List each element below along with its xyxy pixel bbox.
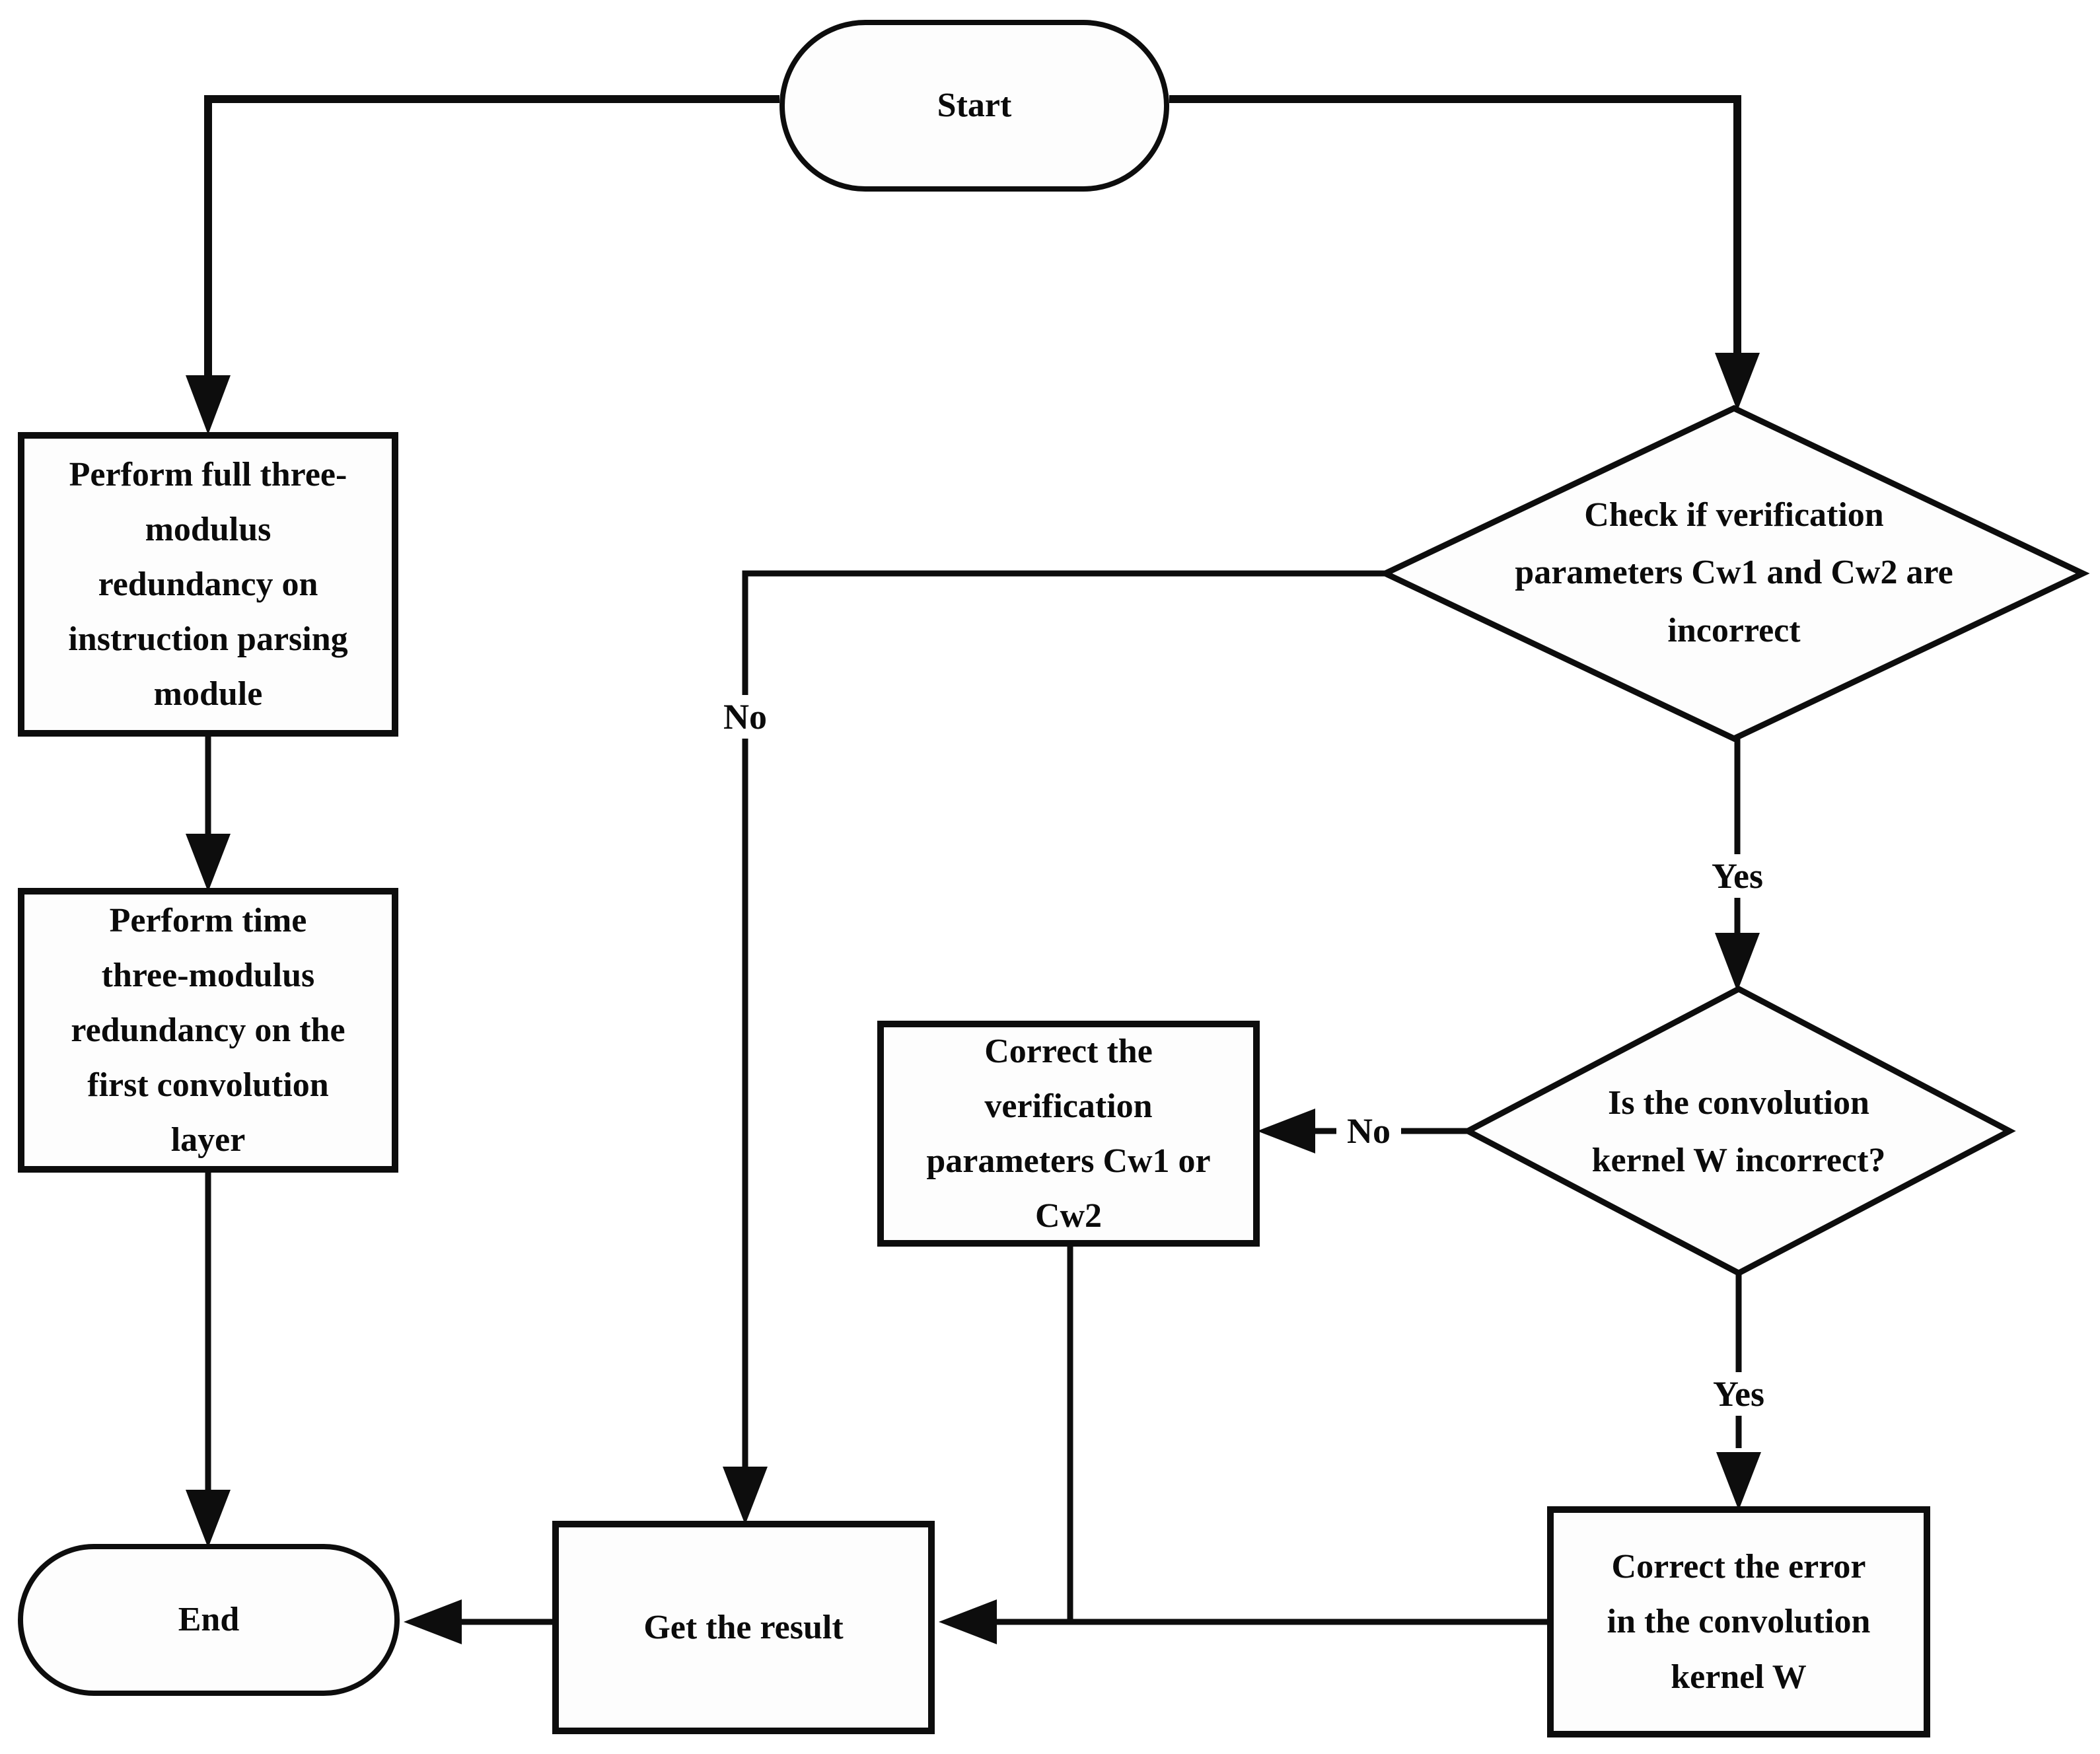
arrowhead-into-full-tmr bbox=[186, 375, 231, 435]
process-correct-verification-parameters: Correct the verification parameters Cw1 … bbox=[877, 1021, 1260, 1247]
decision-check-params-shape bbox=[1378, 405, 2090, 742]
edge-label-check-kernel-no: No bbox=[1336, 1109, 1401, 1153]
process-full-three-modulus-redundancy: Perform full three- modulus redundancy o… bbox=[18, 432, 398, 737]
arrowhead-into-get-result-top bbox=[723, 1467, 768, 1525]
terminator-end: End bbox=[18, 1544, 400, 1696]
edge-start-to-check-params bbox=[1169, 95, 1741, 354]
arrowhead-into-check-params bbox=[1715, 353, 1760, 411]
process-correct-convolution-kernel: Correct the error in the convolution ker… bbox=[1547, 1506, 1930, 1737]
decision-check-kernel-label: Is the convolution kernel W incorrect? bbox=[1591, 1084, 1886, 1180]
arrowhead-into-end-right bbox=[404, 1599, 462, 1644]
arrowhead-into-correct-kernel bbox=[1716, 1452, 1761, 1510]
process-get-the-result: Get the result bbox=[552, 1521, 935, 1734]
decision-check-kernel-shape bbox=[1461, 985, 2016, 1277]
edge-label-check-params-yes: Yes bbox=[1701, 854, 1774, 898]
terminator-start: Start bbox=[779, 20, 1169, 192]
arrowhead-into-time-tmr bbox=[186, 834, 231, 892]
edge-label-check-kernel-yes: Yes bbox=[1702, 1372, 1775, 1416]
arrowhead-into-check-kernel bbox=[1715, 933, 1760, 992]
edge-label-check-params-no: No bbox=[713, 695, 778, 739]
edge-start-to-full-tmr bbox=[204, 95, 779, 380]
decision-check-params-label: Check if verification parameters Cw1 and… bbox=[1515, 496, 1953, 649]
edge-check-params-no bbox=[742, 570, 1385, 1468]
arrowhead-into-get-result-right bbox=[939, 1599, 997, 1644]
arrowhead-into-correct-params bbox=[1257, 1109, 1315, 1153]
arrowhead-into-end-top bbox=[186, 1490, 231, 1548]
process-time-three-modulus-redundancy: Perform time three-modulus redundancy on… bbox=[18, 888, 398, 1173]
